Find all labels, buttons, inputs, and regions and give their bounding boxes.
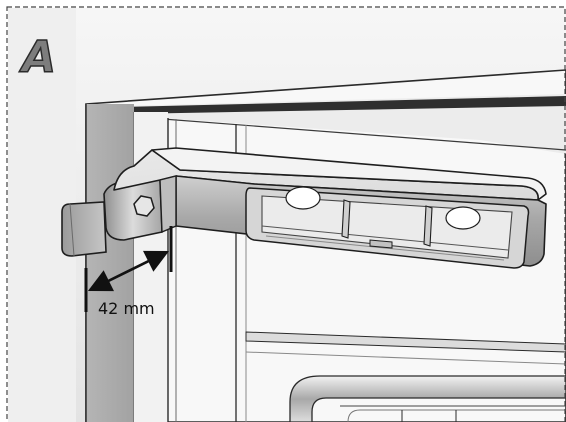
hex-bolt bbox=[133, 195, 155, 217]
lower-shelf-line bbox=[245, 351, 566, 365]
vertical-post bbox=[86, 104, 134, 422]
slot-divider-1 bbox=[341, 199, 351, 239]
dimension-label: 42 mm bbox=[98, 299, 155, 318]
pipe-inner-curve bbox=[347, 409, 566, 422]
bracket-tab bbox=[61, 201, 107, 257]
bracket-hinge bbox=[103, 179, 163, 241]
curved-pipe bbox=[289, 375, 566, 422]
bracket-tab-edge bbox=[69, 203, 75, 257]
slot-window-ledge bbox=[261, 225, 509, 251]
top-seal-lower-edge bbox=[149, 117, 566, 151]
lower-shelf bbox=[245, 331, 566, 353]
bracket-bend bbox=[159, 175, 177, 234]
dashed-frame bbox=[6, 6, 566, 422]
top-seal-strip bbox=[124, 96, 566, 114]
figure-label: A bbox=[21, 32, 57, 83]
slot-window-ledge-2 bbox=[265, 235, 505, 261]
slot-hole-2 bbox=[445, 206, 481, 230]
dimension-arrow bbox=[87, 250, 170, 292]
bracket-arm-top-upper bbox=[151, 147, 547, 201]
slot-hole-1 bbox=[285, 186, 321, 210]
slot-nub bbox=[369, 239, 393, 249]
slot-divider-2 bbox=[423, 205, 433, 247]
